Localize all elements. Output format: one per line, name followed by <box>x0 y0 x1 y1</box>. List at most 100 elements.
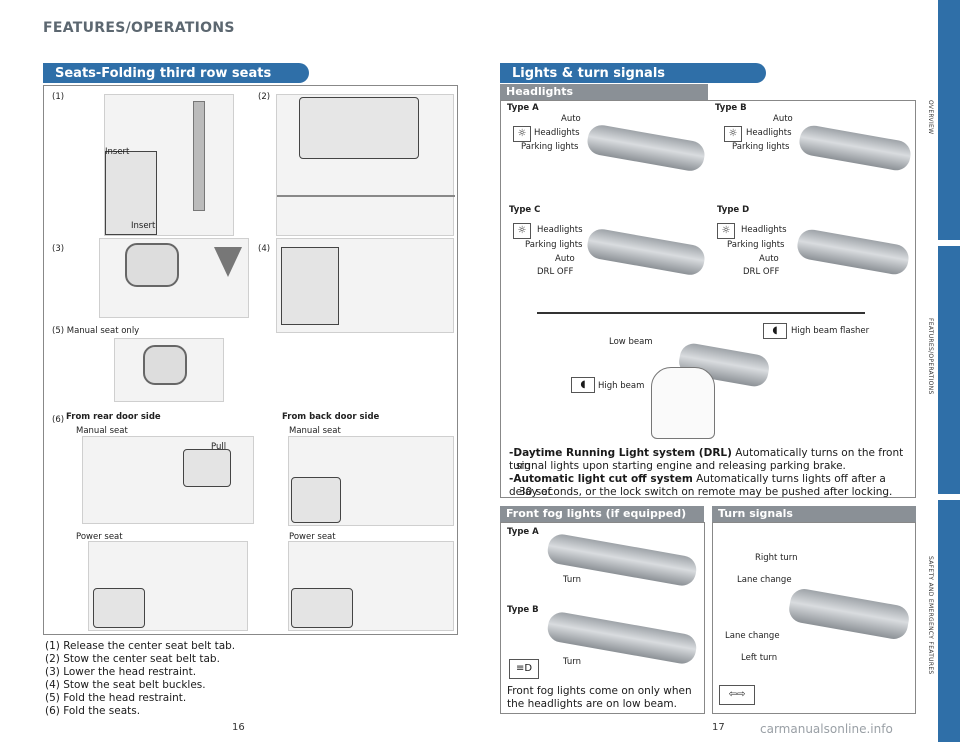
type-a-auto: Auto <box>561 114 581 124</box>
watermark: carmanualsonline.info <box>760 722 893 736</box>
type-c-stalk <box>585 226 707 278</box>
type-d-parking: Parking lights <box>727 240 785 250</box>
type-b-headlight-icon: ☼ <box>724 126 742 142</box>
page-number-left: 16 <box>232 722 245 733</box>
tab-features-label: FEATURES/OPERATIONS <box>927 318 934 395</box>
fog-lights-panel: Type A Turn Type B ≡D Turn Front fog lig… <box>500 522 705 714</box>
insert-label-bottom: Insert <box>131 221 156 231</box>
manual-seat-back-label: Manual seat <box>289 426 341 436</box>
type-a-parking: Parking lights <box>521 142 579 152</box>
type-c-label: Type C <box>509 205 541 215</box>
type-b-headlights: Headlights <box>746 128 792 138</box>
instruction-5: (5) Fold the head restraint. <box>45 692 187 704</box>
type-d-headlights: Headlights <box>741 225 787 235</box>
section-divider <box>537 312 865 314</box>
head-restraint <box>125 243 179 287</box>
turn-signals-panel: Right turn Lane change Lane change Left … <box>712 522 916 714</box>
type-d-stalk <box>795 227 911 277</box>
buckle-stow-illustration <box>276 238 454 333</box>
instruction-1: (1) Release the center seat belt tab. <box>45 640 236 652</box>
type-d-auto: Auto <box>759 254 779 264</box>
type-a-stalk <box>585 122 707 174</box>
seatbelt-stow-illustration <box>276 94 455 236</box>
auto-cut-note-2: 30 seconds, or the lock switch on remote… <box>519 486 893 498</box>
drl-title: -Daytime Running Light system (DRL) <box>509 447 732 459</box>
manual-seat-rear-label: Manual seat <box>76 426 128 436</box>
auto-cut-note: -Automatic light cut off system Automati… <box>509 473 915 499</box>
power-seat-back-illustration <box>288 541 454 631</box>
fog-type-b-label: Type B <box>507 605 539 615</box>
type-d-headlight-icon: ☼ <box>717 223 735 239</box>
step-1-label: (1) <box>52 92 65 102</box>
power-rear-inset <box>93 588 145 628</box>
tab-overview[interactable] <box>938 0 960 240</box>
auto-cut-text: Automatically turns lights off after a d… <box>509 473 886 498</box>
head-restraint-fold-illustration <box>114 338 224 402</box>
drl-note-2: signal lights upon starting engine and r… <box>516 460 846 472</box>
step-2-label: (2) <box>258 92 271 102</box>
side-nav <box>938 0 960 742</box>
step-5-label: (5) Manual seat only <box>52 326 140 336</box>
type-c-headlight-icon: ☼ <box>513 223 531 239</box>
manual-seat-rear-illustration: Pull <box>82 436 254 524</box>
tab-features[interactable] <box>938 246 960 494</box>
from-rear-label: From rear door side <box>66 412 161 422</box>
instruction-6: (6) Fold the seats. <box>45 705 141 717</box>
instruction-2: (2) Stow the center seat belt tab. <box>45 653 220 665</box>
type-d-drl-off: DRL OFF <box>743 267 780 277</box>
fog-type-a-turn: Turn <box>563 575 582 585</box>
left-turn-label: Left turn <box>741 653 778 663</box>
type-b-label: Type B <box>715 103 747 113</box>
folded-restraint <box>143 345 187 385</box>
high-beam-icon: ◖ <box>571 377 595 393</box>
type-b-parking: Parking lights <box>732 142 790 152</box>
lights-banner: Lights & turn signals <box>500 63 766 83</box>
page-number-right: 17 <box>712 722 725 733</box>
fog-type-a-label: Type A <box>507 527 539 537</box>
step-3-label: (3) <box>52 244 65 254</box>
lane-change-down-label: Lane change <box>725 631 780 641</box>
high-beam-flasher-icon: ◖ <box>763 323 787 339</box>
high-beam-label: High beam <box>598 381 645 391</box>
fog-light-icon: ≡D <box>509 659 539 679</box>
insert-label-top: Insert <box>105 147 130 157</box>
stow-inset <box>299 97 419 159</box>
turn-signal-icon: ⇦⇨ <box>719 685 755 705</box>
tab-overview-label: OVERVIEW <box>927 100 934 135</box>
type-c-parking: Parking lights <box>525 240 583 250</box>
turn-signals-bar: Turn signals <box>712 506 916 522</box>
drl-text: Automatically turns on the front turn <box>509 447 904 472</box>
auto-cut-title: -Automatic light cut off system <box>509 473 693 485</box>
page-header: FEATURES/OPERATIONS <box>43 20 235 36</box>
type-a-headlight-icon: ☼ <box>513 126 531 142</box>
type-b-auto: Auto <box>773 114 793 124</box>
seats-panel: (1) Insert Insert (2) (3) (4) (5) Manual… <box>43 85 458 635</box>
hand-illustration <box>651 367 715 439</box>
tab-safety-label: SAFETY AND EMERGENCY FEATURES <box>927 556 934 675</box>
headlights-bar: Headlights <box>500 84 708 100</box>
lane-change-up-label: Lane change <box>737 575 792 585</box>
type-d-label: Type D <box>717 205 750 215</box>
seatbelt-release-illustration: Insert Insert <box>104 94 234 236</box>
type-c-drl-off: DRL OFF <box>537 267 574 277</box>
pull-label: Pull <box>211 442 227 452</box>
head-restraint-lower-illustration <box>99 238 249 318</box>
fog-type-b-turn: Turn <box>563 657 582 667</box>
inset-box-1 <box>105 151 157 235</box>
down-arrow <box>214 247 242 277</box>
type-c-auto: Auto <box>555 254 575 264</box>
tab-safety[interactable] <box>938 500 960 742</box>
pull-inset <box>183 449 231 487</box>
manual-seat-back-illustration <box>288 436 454 526</box>
turn-stalk <box>786 586 912 642</box>
step-6-label: (6) <box>52 415 65 425</box>
power-seat-rear-illustration <box>88 541 248 631</box>
instruction-3: (3) Lower the head restraint. <box>45 666 197 678</box>
fog-lights-bar: Front fog lights (if equipped) <box>500 506 704 522</box>
fog-note: Front fog lights come on only when the h… <box>507 685 692 710</box>
roof-line <box>277 195 455 197</box>
power-seat-rear-label: Power seat <box>76 532 123 542</box>
headlights-panel: Type A Auto ☼ Headlights Parking lights … <box>500 100 916 498</box>
drl-note: -Daytime Running Light system (DRL) Auto… <box>509 447 915 473</box>
right-turn-label: Right turn <box>755 553 798 563</box>
